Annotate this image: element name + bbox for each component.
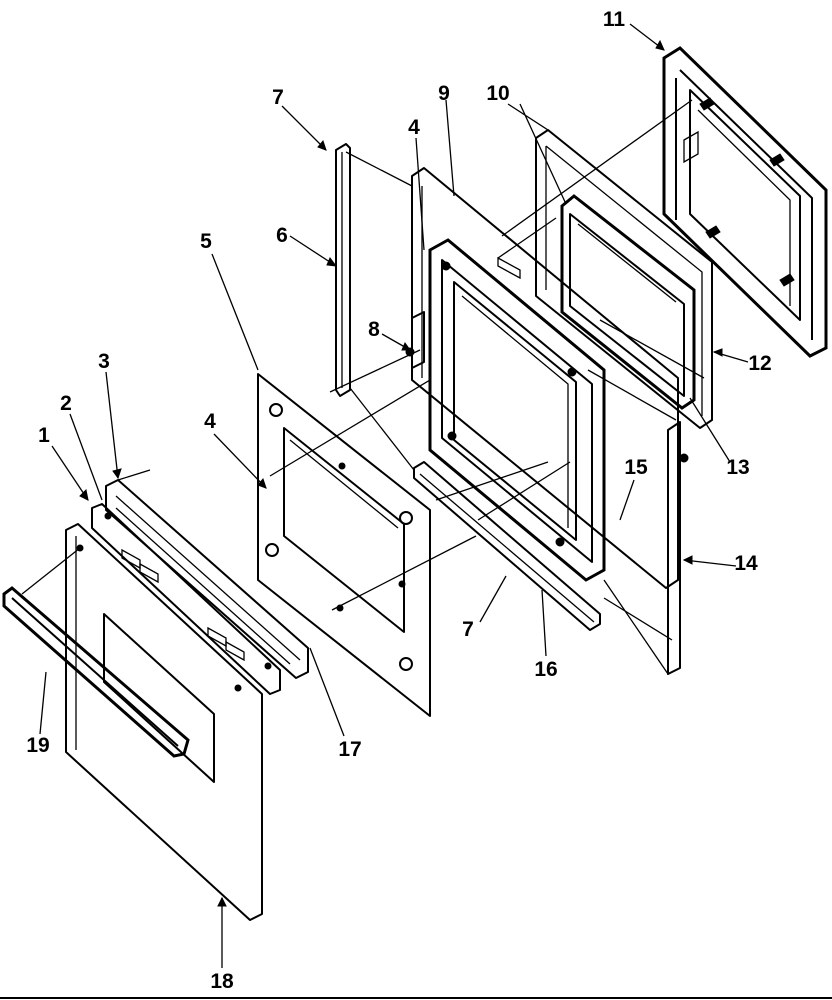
assembly-guide-lines <box>21 99 705 641</box>
callout-10: 10 <box>486 82 509 105</box>
callout-6: 6 <box>276 224 288 247</box>
part-5-window-frame <box>257 373 431 717</box>
callout-5: 5 <box>200 230 212 253</box>
callout-1: 1 <box>38 424 50 447</box>
callout-17: 17 <box>338 738 361 761</box>
part-11-rear-frame <box>662 46 828 358</box>
callout-19: 19 <box>26 734 49 757</box>
callout-labels: 1 2 3 4 4 5 6 7 7 8 9 10 11 12 13 14 15 … <box>26 8 771 993</box>
callout-3: 3 <box>98 350 110 373</box>
callout-14: 14 <box>734 552 758 575</box>
callout-11: 11 <box>603 8 626 31</box>
part-16-bottom-rail <box>413 461 601 631</box>
part-14-rear-panel <box>603 421 689 675</box>
part-6-side-trim <box>335 143 351 397</box>
part-8-hinge <box>405 311 425 369</box>
callout-4-upper: 4 <box>408 116 420 139</box>
callout-leaders <box>39 23 749 968</box>
callout-18: 18 <box>210 970 234 993</box>
callout-9: 9 <box>438 82 450 105</box>
callout-7-upper: 7 <box>272 86 284 109</box>
callout-12: 12 <box>748 352 771 375</box>
callout-2: 2 <box>60 392 72 415</box>
callout-16: 16 <box>534 658 557 681</box>
callout-13: 13 <box>726 456 749 479</box>
callout-7-lower: 7 <box>462 618 474 641</box>
part-13-inner-glass <box>560 194 696 410</box>
callout-4-lower: 4 <box>204 410 216 433</box>
part-2-vent-trim <box>91 503 281 695</box>
part-4-door-frame <box>428 238 606 582</box>
part-19-handle <box>2 586 190 758</box>
callout-15: 15 <box>624 456 648 479</box>
callout-8: 8 <box>368 318 380 341</box>
part-18-outer-panel <box>65 523 263 921</box>
